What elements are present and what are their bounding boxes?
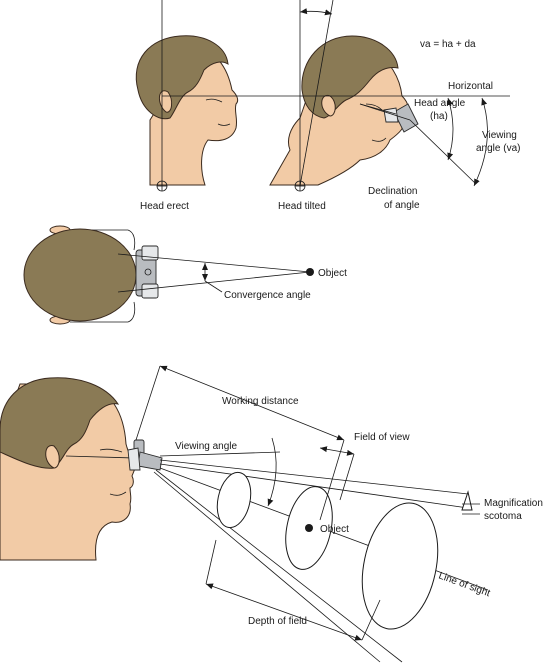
head-erect-label: Head erect	[140, 201, 189, 212]
field-of-view-label: Field of view	[354, 432, 410, 443]
bottom-panel: Working distance Field of view Viewing a…	[0, 365, 543, 663]
middle-panel: Object Convergence angle	[23, 225, 347, 325]
top-panel: va = ha + da Horizontal Head angle (ha) …	[135, 0, 520, 212]
declination-label: Declination	[368, 186, 417, 197]
line-of-sight-label: Line of sight	[437, 570, 492, 599]
convergence-angle-label: Convergence angle	[224, 290, 311, 301]
depth-of-field-label: Depth of field	[248, 616, 307, 627]
horizontal-label: Horizontal	[448, 81, 493, 92]
working-distance-label: Working distance	[222, 396, 299, 407]
object-dot	[306, 268, 314, 276]
scotoma-label: scotoma	[484, 511, 522, 522]
head-angle-label: Head angle	[414, 98, 466, 109]
object-label: Object	[318, 268, 347, 279]
head-tilted-figure	[269, 35, 419, 186]
viewing-angle-label-bottom: Viewing angle	[175, 441, 238, 452]
near-field-ellipse	[216, 471, 252, 529]
far-field-ellipse	[361, 502, 439, 630]
viewing-angle-label: Viewing	[482, 130, 517, 141]
magnification-label: Magnification	[484, 498, 543, 509]
declination-label-2: of angle	[384, 200, 420, 211]
object-label-bottom: Object	[320, 524, 349, 535]
top-view-head	[23, 225, 159, 325]
viewing-angle-abbrev: angle (va)	[476, 143, 520, 154]
formula-label: va = ha + da	[420, 39, 476, 50]
head-angle-abbrev: (ha)	[430, 111, 448, 122]
head-erect-figure	[135, 35, 239, 186]
head-tilted-label: Head tilted	[278, 201, 326, 212]
operator-head	[0, 377, 163, 561]
bottom-object-dot	[305, 524, 313, 532]
